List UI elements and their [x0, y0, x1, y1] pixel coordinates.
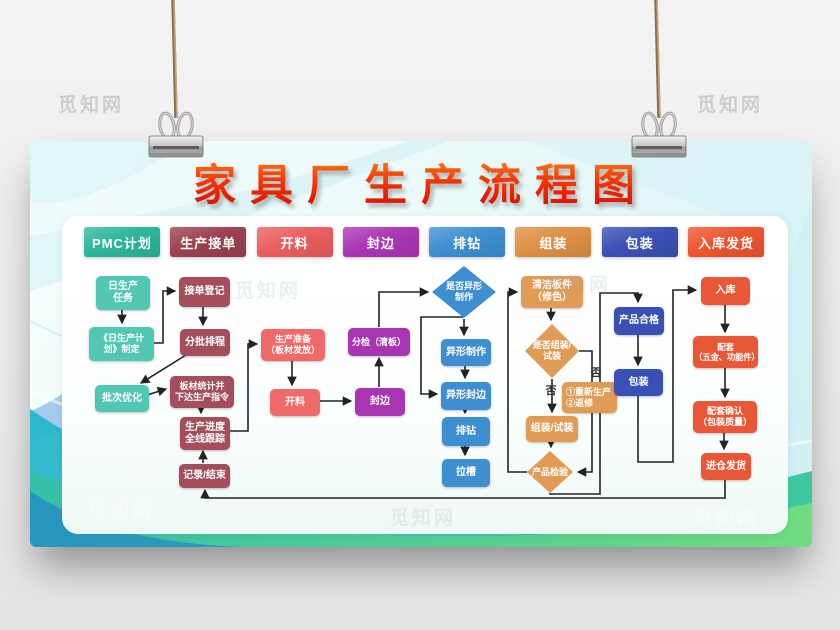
decision-inspection: 产品检验 — [531, 466, 568, 477]
tab-warehouse: 入库发货 — [687, 227, 764, 257]
tab-order: 生产接单 — [170, 227, 247, 257]
process-tab-bar: PMC计划 生产接单 开料 封边 排钻 组装 包装 入库发货 — [84, 227, 764, 257]
node-sorting-clean: 分检（清板） — [348, 328, 410, 356]
node-panel-statistics: 板材统计并 下达生产指令 — [170, 376, 234, 408]
node-ship-out: 进仓发货 — [701, 453, 751, 480]
tab-drilling: 排钻 — [429, 227, 506, 257]
node-storage-in: 入库 — [701, 277, 750, 305]
node-daily-task: 日生产 任务 — [96, 276, 150, 310]
node-record-end: 记录/结束 — [179, 464, 230, 488]
node-order-register: 接单登记 — [179, 277, 230, 307]
node-edge-banding: 封边 — [355, 388, 405, 416]
node-clean-panel: 清洁板件 （修色） — [521, 276, 583, 308]
node-progress-track: 生产进度 全线跟踪 — [180, 417, 230, 450]
node-cutting: 开料 — [270, 389, 320, 416]
node-special-edge: 异形封边 — [441, 382, 491, 410]
node-packing: 包装 — [614, 369, 663, 396]
flowchart-panel — [62, 216, 788, 534]
tab-pmc-plan: PMC计划 — [84, 227, 160, 257]
node-batch-optimize: 批次优化 — [95, 385, 149, 412]
rope-left — [171, 0, 178, 119]
node-daily-plan: 《日生产计 划》制定 — [89, 327, 154, 361]
tab-assembly: 组装 — [515, 227, 592, 257]
node-drilling: 排钻 — [442, 417, 490, 446]
node-prod-prepare: 生产准备 （板材发放） — [261, 329, 325, 361]
tab-cutting: 开料 — [256, 227, 333, 257]
decision-assemble: 是否组装/ 试装 — [532, 340, 572, 361]
watermark: 觅知网 — [58, 95, 125, 116]
node-fittings: 配套 （五金、功能件） — [693, 336, 760, 368]
node-product-pass: 产品合格 — [614, 307, 664, 335]
rope-right — [654, 0, 661, 119]
decision-special-shape: 是否异形 制作 — [445, 281, 482, 302]
node-assembly-trial: 组装/试装 — [526, 416, 578, 442]
tab-edge-band: 封边 — [342, 227, 419, 257]
node-rework-note: ①重新生产 ②返修 — [562, 382, 617, 413]
poster-title: 家具厂生产流程图 — [30, 151, 812, 213]
node-special-make: 异形制作 — [441, 339, 491, 366]
tab-packing: 包装 — [601, 227, 678, 257]
node-batch-schedule: 分批排程 — [180, 329, 230, 356]
watermark: 觅知网 — [697, 95, 764, 116]
node-grooving: 拉槽 — [442, 459, 490, 487]
node-fitting-confirm: 配套确认 （包装质量） — [693, 401, 757, 433]
